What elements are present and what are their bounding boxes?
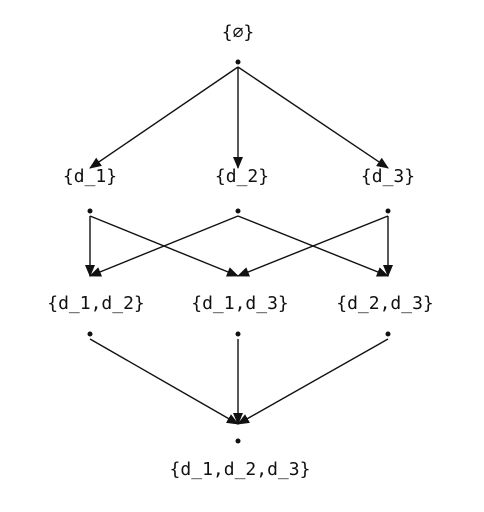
edge-empty-to-d3 bbox=[237, 66, 389, 169]
node-label-d1d2: {d_1,d_2} bbox=[47, 293, 145, 314]
edge-d2-to-d1d2 bbox=[89, 215, 239, 277]
node-dot-d1d3 bbox=[235, 331, 241, 337]
node-dot-d3 bbox=[385, 208, 391, 214]
node-dot-empty bbox=[235, 59, 241, 65]
node-label-empty: {∅} bbox=[221, 22, 255, 43]
node-dot-d1d2 bbox=[87, 331, 93, 337]
node-label-d2: {d_2} bbox=[214, 166, 270, 187]
node-dot-d1d2d3 bbox=[235, 438, 241, 444]
node-label-d2d3: {d_2,d_3} bbox=[336, 293, 434, 314]
edge-d2d3-to-d1d2d3 bbox=[237, 338, 389, 425]
node-label-d1d3: {d_1,d_3} bbox=[191, 293, 289, 314]
edge-d1d2-to-d1d2d3 bbox=[89, 338, 239, 425]
node-label-d3: {d_3} bbox=[360, 166, 416, 187]
node-label-d1: {d_1} bbox=[62, 166, 118, 187]
node-label-d1d2d3: {d_1,d_2,d_3} bbox=[169, 459, 311, 480]
node-dot-d2 bbox=[235, 208, 241, 214]
node-dot-d2d3 bbox=[385, 331, 391, 337]
node-dot-d1 bbox=[87, 208, 93, 214]
edge-empty-to-d1 bbox=[89, 66, 239, 169]
edge-d3-to-d1d3 bbox=[237, 215, 389, 277]
